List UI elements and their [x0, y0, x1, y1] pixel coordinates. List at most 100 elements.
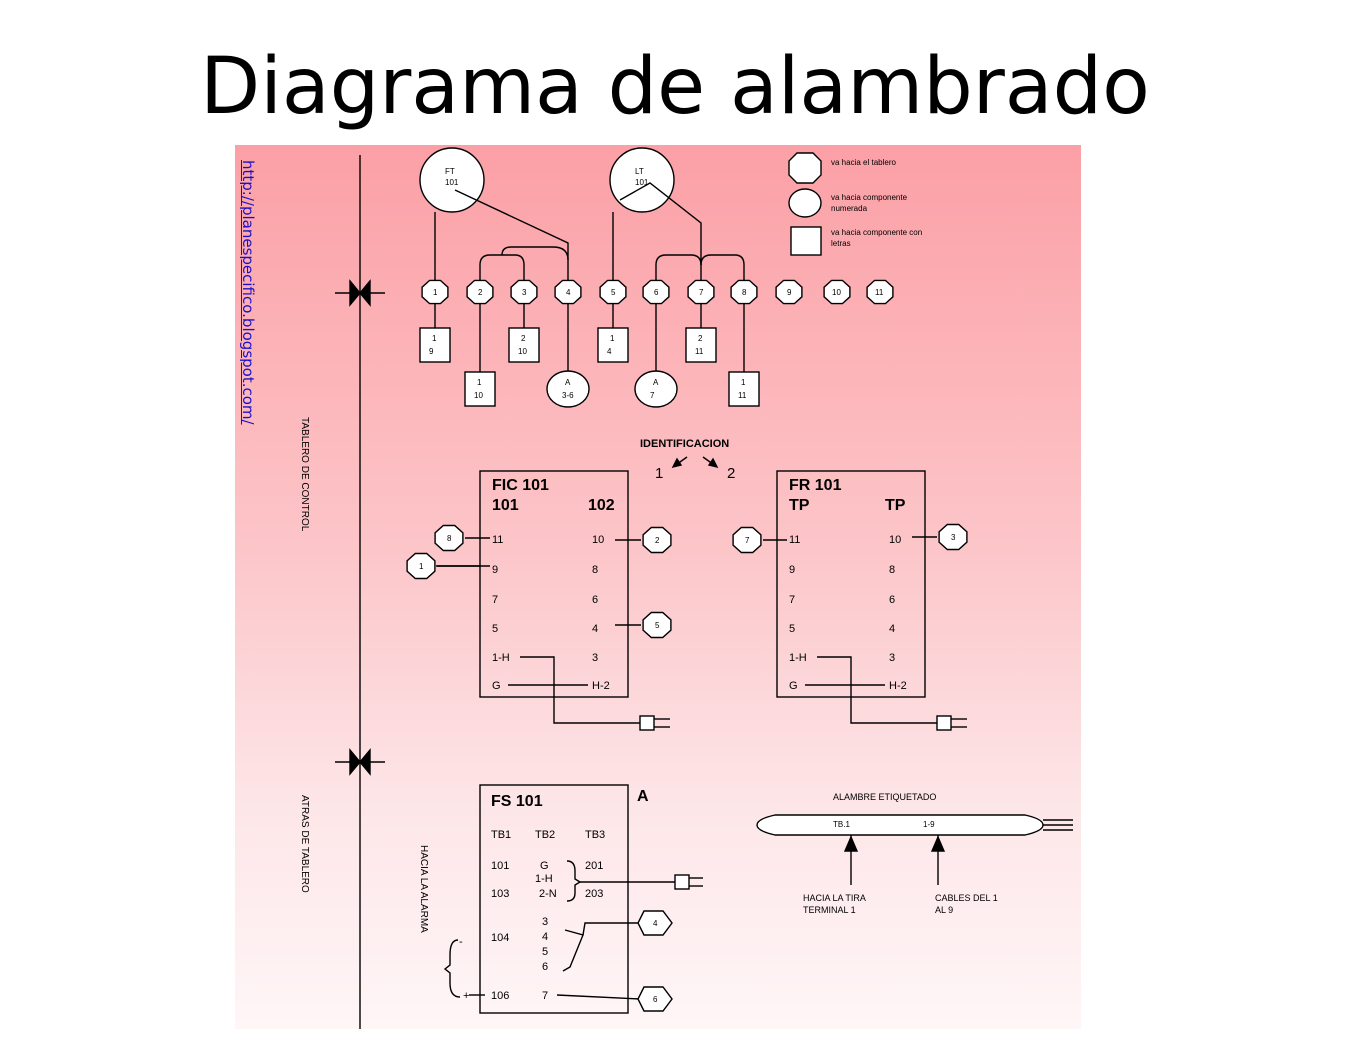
fs-tag-6-label: 6: [653, 995, 658, 1004]
box-top: 1: [477, 378, 482, 387]
fs-tb2-4: 4: [542, 931, 548, 943]
side-label-atras: ATRAS DE TABLERO: [299, 795, 310, 893]
destination-box: 14: [597, 327, 629, 363]
box-bottom: 7: [650, 391, 655, 400]
fr-col1: TP: [789, 497, 810, 514]
fs-tb2-g: G: [540, 860, 549, 872]
fr-plug-icon: [936, 715, 952, 731]
terminal-label: 5: [611, 288, 616, 297]
terminal-octagon: [730, 279, 758, 305]
fr-right-terminal: 10: [889, 534, 901, 546]
transmitter-lt-num: 101: [635, 178, 649, 187]
terminal-label: 3: [522, 288, 527, 297]
legend-square-label-1: va hacia componente con: [831, 228, 922, 237]
box-top: 2: [521, 334, 526, 343]
terminal-octagon: [642, 279, 670, 305]
fic-col2: 102: [588, 497, 615, 514]
fs-plus: +: [463, 990, 469, 1002]
fs-tb2-1h: 1-H: [535, 873, 553, 885]
box-top: 1: [610, 334, 615, 343]
terminal-drop-wiring: [434, 304, 745, 373]
terminal-5: 5: [599, 279, 627, 305]
legend-octagon-icon: [788, 152, 822, 184]
svg-text:8: 8: [447, 534, 452, 543]
fr-left-terminal: G: [789, 680, 798, 692]
source-link[interactable]: http://planespecifico.blogspot.com/: [239, 160, 257, 425]
tag-octagon: [938, 523, 968, 551]
wire-arrow1-line1: HACIA LA TIRA: [803, 893, 866, 903]
fs-tb2-5: 5: [542, 946, 548, 958]
destination-box: 111: [728, 371, 760, 407]
box-bottom: 11: [738, 391, 747, 400]
terminal-1: 1: [421, 279, 449, 305]
box-top: A: [653, 378, 659, 387]
terminal-octagon: [775, 279, 803, 305]
page-title: Diagrama de alambrado: [200, 42, 1150, 132]
svg-text:7: 7: [745, 536, 750, 545]
terminal-octagon: [687, 279, 715, 305]
fr-right-terminal: H-2: [889, 680, 907, 692]
tag-octagon: [434, 524, 464, 552]
fic-left-terminal: 7: [492, 594, 498, 606]
valve-symbol-top: [335, 279, 385, 307]
transmitter-ft: FT 101: [419, 147, 485, 213]
terminal-label: 9: [787, 288, 792, 297]
box-bottom: 11: [695, 347, 704, 356]
box-top: 1: [741, 378, 746, 387]
fs-tb2-7: 7: [542, 990, 548, 1002]
fic-left-terminal: 9: [492, 564, 498, 576]
transmitter-wiring: [434, 182, 745, 280]
fr-left-terminal: 11: [789, 534, 800, 546]
box-bottom: 10: [518, 347, 527, 356]
fs-tb1-101: 101: [491, 860, 509, 872]
transmitter-ft-tag: FT: [445, 167, 455, 176]
transmitter-ft-num: 101: [445, 178, 459, 187]
terminal-3: 3: [510, 279, 538, 305]
fic-right-terminal: 10: [592, 534, 604, 546]
terminal-9: 9: [775, 279, 803, 305]
label-hacia-la-alarma: HACIA LA ALARMA: [418, 845, 429, 933]
legend-square-label-2: letras: [831, 239, 851, 248]
fs-brace: [566, 860, 582, 902]
destination-box: 110: [464, 371, 496, 407]
fs-tb3-203: 203: [585, 888, 603, 900]
terminal-label: 1: [433, 288, 438, 297]
terminal-4: 4: [554, 279, 582, 305]
wire-range: 1-9: [923, 820, 935, 829]
fic-right-terminal: 6: [592, 594, 598, 606]
fs-tb2-3: 3: [542, 916, 548, 928]
destination-box: A7: [634, 370, 678, 408]
terminal-octagon: [866, 279, 894, 305]
fs-tag-4: [637, 910, 673, 936]
label-atras-de-tablero: ATRAS DE TABLERO: [299, 795, 310, 893]
fs-name: FS 101: [491, 793, 543, 810]
box-top: 1: [432, 334, 437, 343]
terminal-octagon: [823, 279, 851, 305]
svg-text:1: 1: [419, 562, 424, 571]
fic-name: FIC 101: [492, 477, 549, 494]
fr-col2: TP: [885, 497, 906, 514]
fic-right-terminal: H-2: [592, 680, 610, 692]
box-bottom: 4: [607, 347, 612, 356]
identification-right: 2: [727, 465, 735, 482]
labeled-wire: ALAMBRE ETIQUETADO TB.1 1-9 HACIA LA TIR…: [756, 792, 1073, 915]
legend-circle-label-1: va hacia componente: [831, 193, 908, 202]
terminal-octagon: [466, 279, 494, 305]
wire-arrow2-line2: AL 9: [935, 905, 953, 915]
fs-header-tb1: TB1: [491, 829, 511, 841]
fs-tb2-6: 6: [542, 961, 548, 973]
fic-col1: 101: [492, 497, 519, 514]
fr-right-terminal: 6: [889, 594, 895, 606]
tag-octagon: [732, 526, 762, 554]
destination-box: 211: [685, 327, 717, 363]
svg-text:2: 2: [655, 536, 660, 545]
fr-left-terminal: 9: [789, 564, 795, 576]
fs-header-tb2: TB2: [535, 829, 555, 841]
terminal-label: 10: [832, 288, 841, 297]
box-bottom: 10: [474, 391, 483, 400]
box-top: A: [565, 378, 571, 387]
wire-arrow2-line1: CABLES DEL 1: [935, 893, 998, 903]
terminal-label: 2: [478, 288, 483, 297]
terminal-octagon: [421, 279, 449, 305]
